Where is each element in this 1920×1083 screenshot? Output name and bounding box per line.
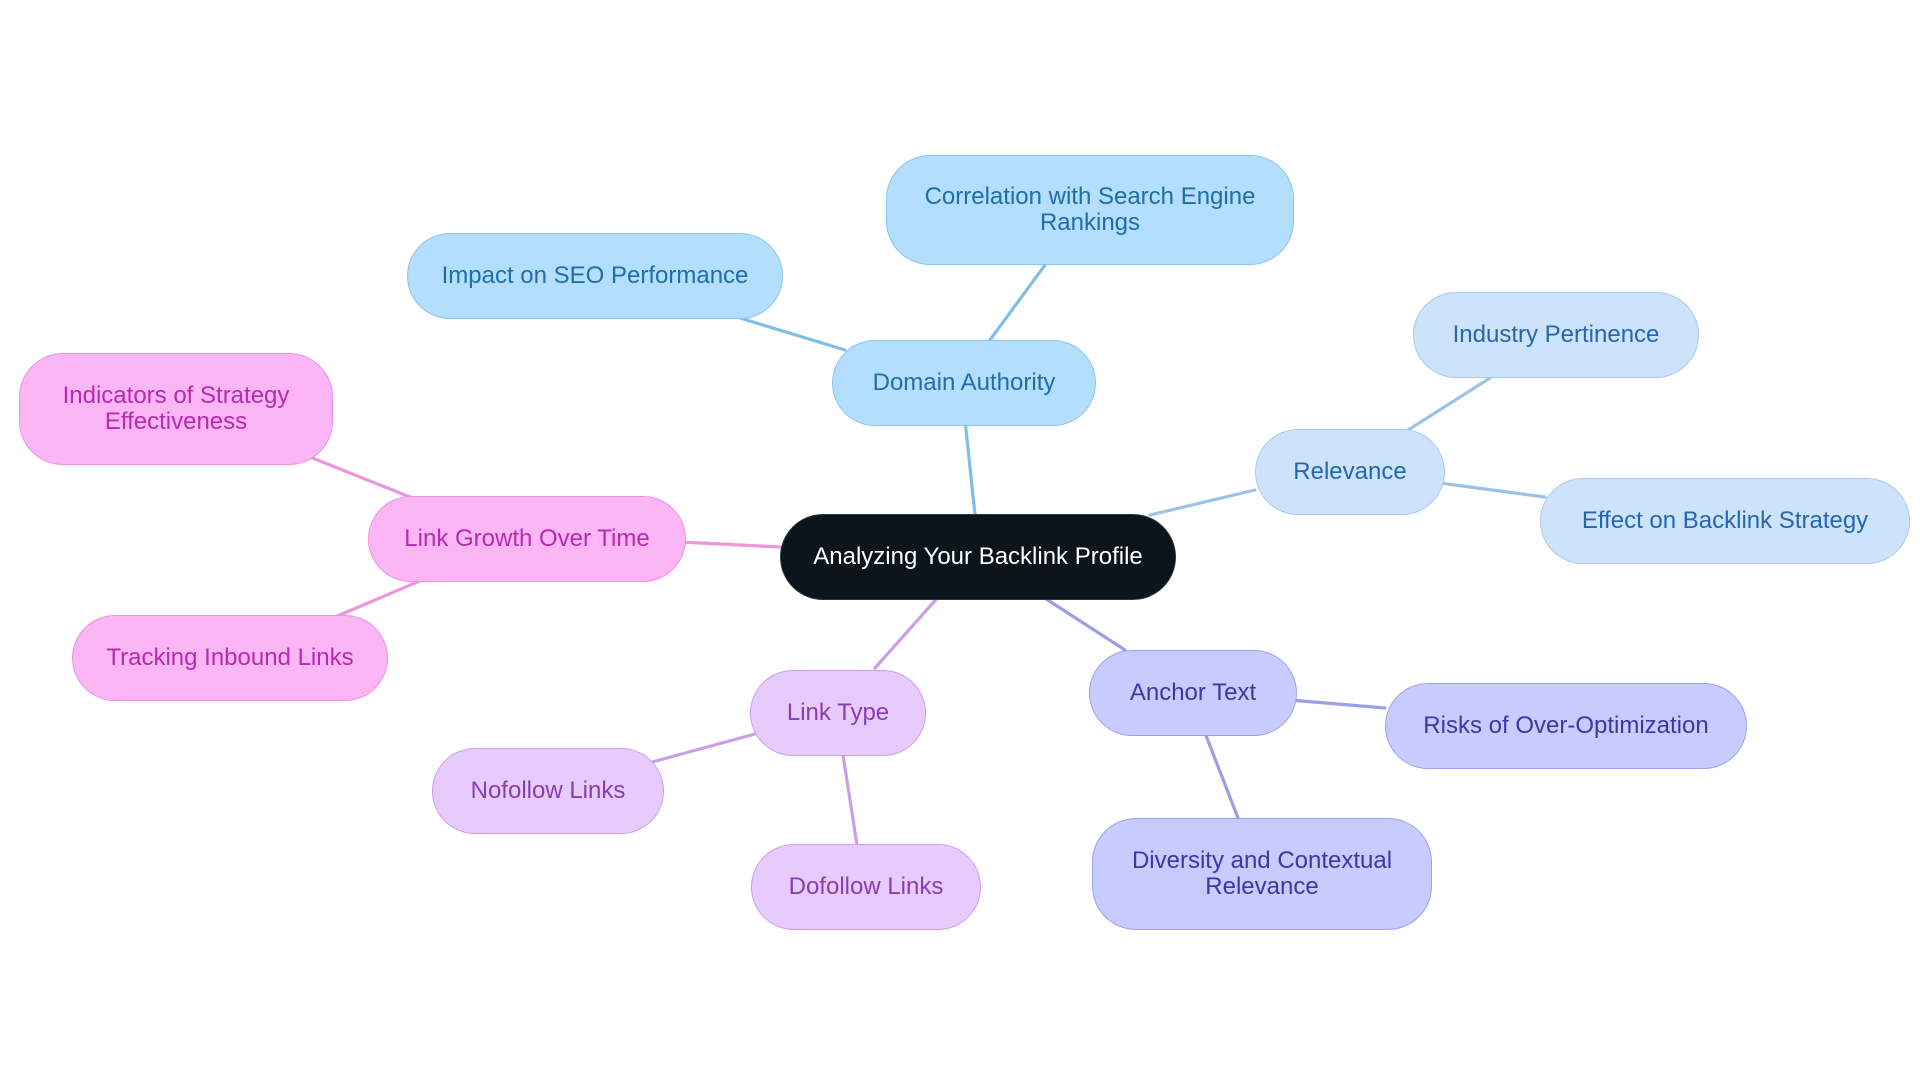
branch-link-type-label: Link Type — [786, 699, 890, 726]
leaf-effect-on-backlink-strategy-label: Effect on Backlink Strategy — [1581, 507, 1869, 534]
branch-relevance[interactable]: Relevance — [1255, 429, 1445, 515]
edge-link-growth-tracking — [333, 578, 424, 619]
edge-anchor-diversity — [1203, 731, 1240, 820]
leaf-tracking-inbound-links[interactable]: Tracking Inbound Links — [72, 615, 388, 701]
leaf-effect-on-backlink-strategy[interactable]: Effect on Backlink Strategy — [1540, 478, 1910, 564]
leaf-risks-of-over-optimization[interactable]: Risks of Over-Optimization — [1385, 683, 1747, 769]
edge-relevance-effect — [1438, 481, 1547, 499]
leaf-correlation-with-search-engine-rankings-label: Correlation with Search Engine Rankings — [924, 183, 1256, 236]
leaf-dofollow-links[interactable]: Dofollow Links — [751, 844, 981, 930]
edge-root-relevance — [1148, 488, 1257, 517]
leaf-industry-pertinence[interactable]: Industry Pertinence — [1413, 292, 1699, 378]
root-node-label: Analyzing Your Backlink Profile — [813, 543, 1143, 570]
leaf-nofollow-links[interactable]: Nofollow Links — [432, 748, 664, 834]
leaf-impact-on-seo-performance-label: Impact on SEO Performance — [441, 262, 749, 289]
branch-anchor-text-label: Anchor Text — [1129, 679, 1257, 706]
branch-link-growth-over-time[interactable]: Link Growth Over Time — [368, 496, 686, 582]
leaf-indicators-of-strategy-effectiveness-label: Indicators of Strategy Effectiveness — [62, 382, 290, 435]
branch-link-type[interactable]: Link Type — [750, 670, 926, 756]
edge-link-type-nofollow — [650, 732, 757, 764]
leaf-indicators-of-strategy-effectiveness[interactable]: Indicators of Strategy Effectiveness — [19, 353, 333, 465]
leaf-impact-on-seo-performance[interactable]: Impact on SEO Performance — [407, 233, 783, 319]
leaf-diversity-and-contextual-relevance-label: Diversity and Contextual Relevance — [1131, 847, 1393, 900]
leaf-tracking-inbound-links-label: Tracking Inbound Links — [106, 644, 354, 671]
edge-anchor-risks — [1288, 698, 1387, 710]
edge-root-anchor-text — [1038, 593, 1127, 652]
leaf-dofollow-links-label: Dofollow Links — [788, 873, 944, 900]
edge-root-link-type — [873, 593, 942, 670]
leaf-correlation-with-search-engine-rankings[interactable]: Correlation with Search Engine Rankings — [886, 155, 1294, 265]
edge-domain-authority-correlation — [988, 263, 1047, 342]
branch-anchor-text[interactable]: Anchor Text — [1089, 650, 1297, 736]
edge-link-growth-indicators — [308, 455, 412, 499]
branch-domain-authority[interactable]: Domain Authority — [832, 340, 1096, 426]
branch-relevance-label: Relevance — [1293, 458, 1407, 485]
branch-domain-authority-label: Domain Authority — [872, 369, 1056, 396]
edge-root-link-growth — [678, 540, 782, 549]
leaf-nofollow-links-label: Nofollow Links — [470, 777, 626, 804]
branch-link-growth-over-time-label: Link Growth Over Time — [404, 525, 650, 552]
leaf-industry-pertinence-label: Industry Pertinence — [1452, 321, 1660, 348]
edge-relevance-industry — [1403, 376, 1492, 434]
leaf-diversity-and-contextual-relevance[interactable]: Diversity and Contextual Relevance — [1092, 818, 1432, 930]
root-node[interactable]: Analyzing Your Backlink Profile — [780, 514, 1176, 600]
leaf-risks-of-over-optimization-label: Risks of Over-Optimization — [1423, 712, 1709, 739]
edge-link-type-dofollow — [841, 753, 859, 847]
edge-domain-authority-impact-seo — [738, 316, 847, 352]
edge-root-domain-authority — [963, 418, 977, 517]
